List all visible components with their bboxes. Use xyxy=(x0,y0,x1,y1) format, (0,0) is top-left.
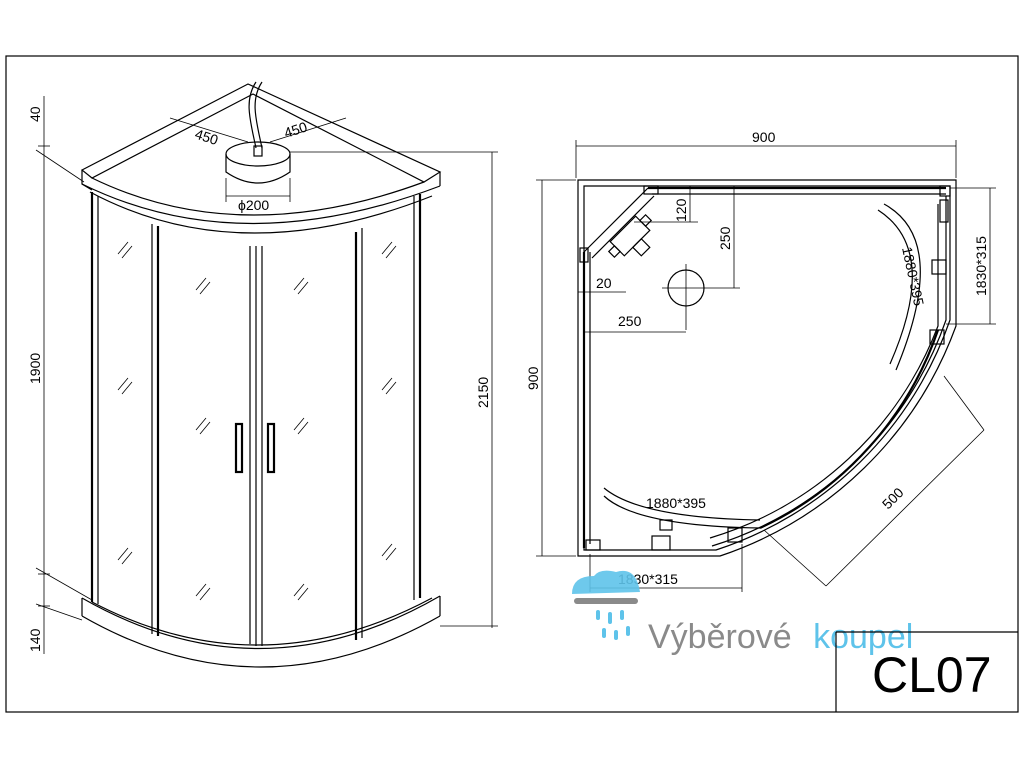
dim-top: 40 xyxy=(27,106,43,122)
dim-plan-width: 900 xyxy=(752,129,776,145)
dim-radius: 500 xyxy=(879,484,907,512)
dim-side-panel: 1830*315 xyxy=(973,236,989,296)
brand-logo: Výběrové koupel xyxy=(572,570,913,656)
dim-250-vertical: 250 xyxy=(717,226,733,250)
dim-roof-left: 450 xyxy=(193,126,220,149)
title-block: CL07 xyxy=(835,631,1018,712)
shower-tray xyxy=(81,595,441,668)
dim-total-height: 2150 xyxy=(475,377,491,408)
dim-base: 140 xyxy=(27,628,43,652)
sliding-doors xyxy=(234,228,363,646)
svg-text:Výběrové koupel: Výběrové koupel xyxy=(648,618,913,656)
left-side-panel xyxy=(90,192,160,636)
plan-view: 900 900 xyxy=(525,129,996,592)
glass-hatching xyxy=(117,241,397,601)
dim-roof-right: 450 xyxy=(282,118,309,141)
shower-hose xyxy=(248,81,263,149)
dim-plan-depth: 900 xyxy=(525,366,541,390)
brand-name-dark: Výběrové xyxy=(648,618,792,656)
shower-logo-icon xyxy=(572,570,640,640)
dim-120: 120 xyxy=(673,198,689,222)
dim-20: 20 xyxy=(596,275,612,291)
drawing-frame xyxy=(5,55,1019,713)
roof-top xyxy=(80,83,442,183)
shower-mixer xyxy=(607,213,653,259)
door-handle-right xyxy=(266,422,276,474)
brand-name-light: koupel xyxy=(813,618,913,656)
dim-height: 1900 xyxy=(27,353,43,384)
door-handle-left xyxy=(234,422,244,474)
dim-diameter: ϕ200 xyxy=(238,197,269,213)
right-side-panel xyxy=(413,194,422,600)
tray-outline xyxy=(577,179,957,557)
front-view: 450 450 ϕ200 40 1900 140 2150 xyxy=(27,81,498,668)
model-name: CL07 xyxy=(872,647,992,703)
dim-curved-right: 1880*395 xyxy=(899,245,927,307)
dim-curved-bottom: 1880*395 xyxy=(646,495,706,511)
dim-250-horizontal: 250 xyxy=(618,313,642,329)
